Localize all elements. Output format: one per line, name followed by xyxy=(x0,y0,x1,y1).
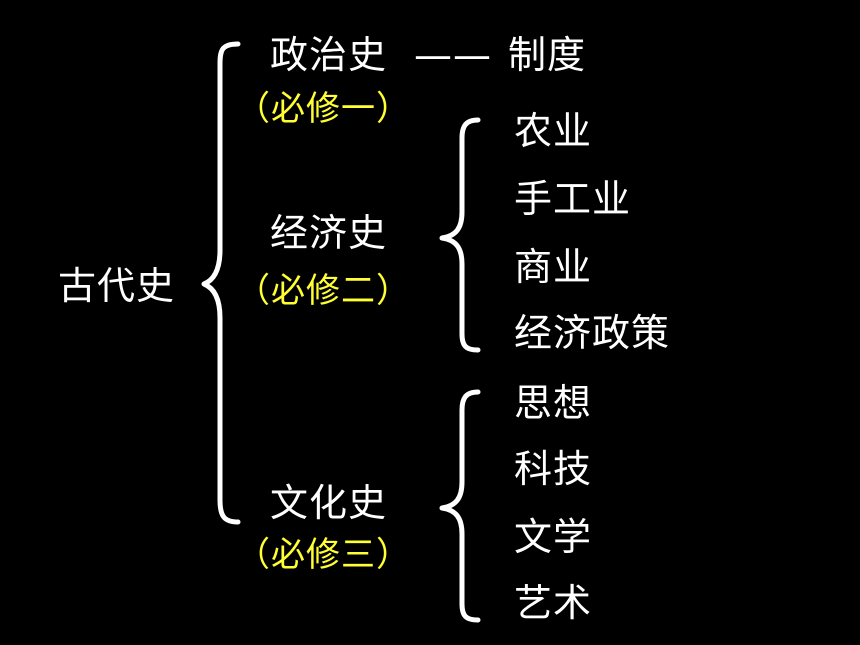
economic-child-policy: 经济政策 xyxy=(514,311,671,355)
main-brace xyxy=(201,41,241,525)
branch-economic-module: （必修二） xyxy=(236,271,411,311)
cultural-child-technology: 科技 xyxy=(514,447,593,491)
branch-cultural-module: （必修三） xyxy=(236,535,411,575)
cultural-child-thought: 思想 xyxy=(514,381,593,425)
branch-political-module: （必修一） xyxy=(236,89,411,129)
cultural-child-literature: 文学 xyxy=(514,515,593,559)
cultural-child-art: 艺术 xyxy=(514,581,593,625)
branch-political-connector: —— xyxy=(414,33,492,77)
branch-political-target: 制度 xyxy=(508,33,587,77)
economic-child-agriculture: 农业 xyxy=(514,109,593,153)
culture-brace xyxy=(439,389,481,623)
economic-child-handicraft: 手工业 xyxy=(514,177,632,221)
economic-child-commerce: 商业 xyxy=(514,245,593,289)
branch-economic-title: 经济史 xyxy=(270,211,388,255)
root-label: 古代史 xyxy=(58,264,176,308)
branch-political-title: 政治史 xyxy=(270,33,388,77)
branch-cultural-title: 文化史 xyxy=(270,481,388,525)
economy-brace xyxy=(439,117,481,353)
